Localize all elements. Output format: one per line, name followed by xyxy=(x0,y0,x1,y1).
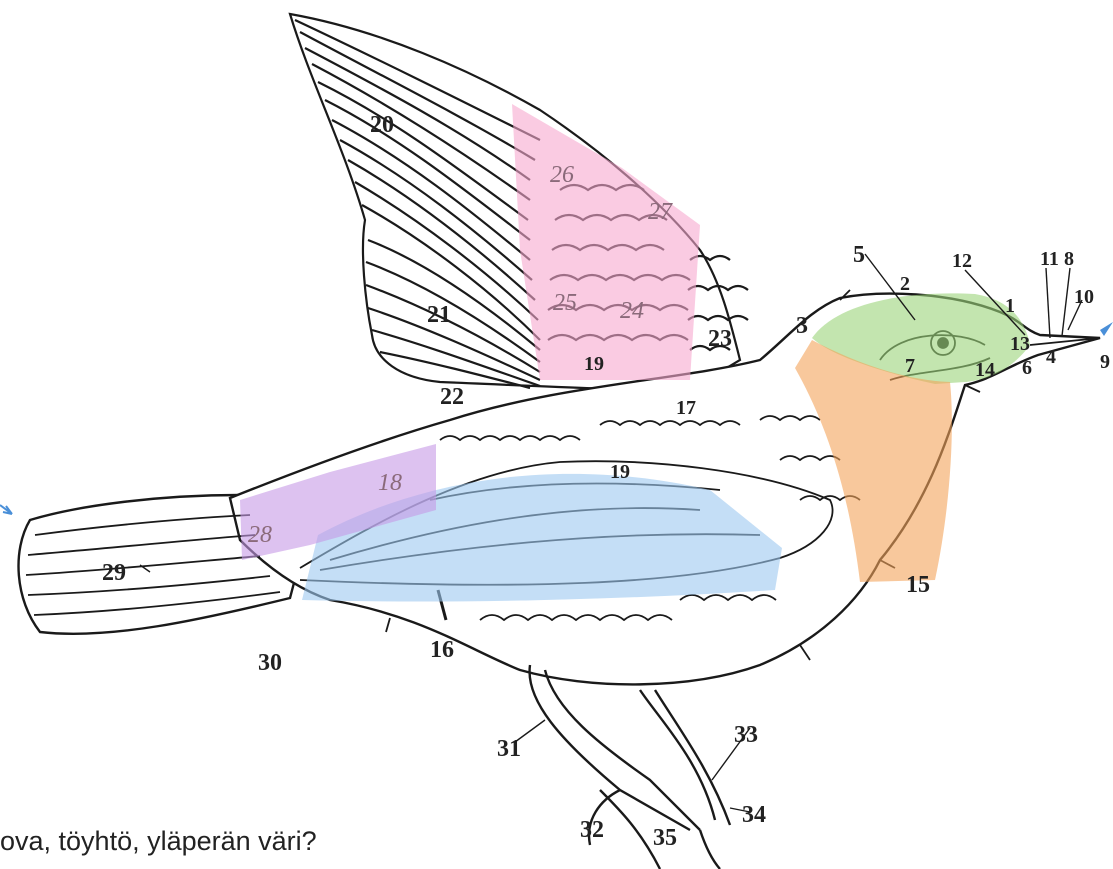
label-34: 34 xyxy=(742,802,766,828)
arrow-left-icon xyxy=(0,505,12,514)
label-20: 20 xyxy=(370,112,394,138)
label-29: 29 xyxy=(102,560,126,586)
label-3: 3 xyxy=(796,313,808,339)
label-11: 11 xyxy=(1040,248,1059,270)
legs xyxy=(530,665,730,869)
label-15: 15 xyxy=(906,572,930,598)
label-22: 22 xyxy=(440,384,464,410)
label-17: 17 xyxy=(676,397,696,419)
label-4: 4 xyxy=(1046,346,1056,368)
label-19-lower: 19 xyxy=(610,461,630,483)
label-28: 28 xyxy=(248,522,272,548)
label-25: 25 xyxy=(553,290,577,316)
label-18: 18 xyxy=(378,470,402,496)
label-6: 6 xyxy=(1022,357,1032,379)
label-8: 8 xyxy=(1064,248,1074,270)
label-14: 14 xyxy=(975,359,995,381)
label-5: 5 xyxy=(853,242,865,268)
label-12: 12 xyxy=(952,250,972,272)
label-10: 10 xyxy=(1074,286,1094,308)
arrow-right-icon xyxy=(1100,322,1113,336)
label-26: 26 xyxy=(550,162,574,188)
label-13: 13 xyxy=(1010,333,1030,355)
label-7: 7 xyxy=(905,355,915,377)
label-2: 2 xyxy=(900,273,910,295)
label-1: 1 xyxy=(1005,295,1015,317)
highlight-pink-wing-coverts xyxy=(512,104,700,380)
caption-question: ova, töyhtö, yläperän väri? xyxy=(0,826,317,857)
label-21: 21 xyxy=(427,302,451,328)
label-32: 32 xyxy=(580,817,604,843)
label-27: 27 xyxy=(648,199,673,225)
label-35: 35 xyxy=(653,825,677,851)
label-23: 23 xyxy=(708,326,732,352)
label-19-upper: 19 xyxy=(584,353,604,375)
label-24: 24 xyxy=(620,298,644,324)
label-30: 30 xyxy=(258,650,282,676)
label-16: 16 xyxy=(430,637,454,663)
label-9: 9 xyxy=(1100,351,1110,373)
